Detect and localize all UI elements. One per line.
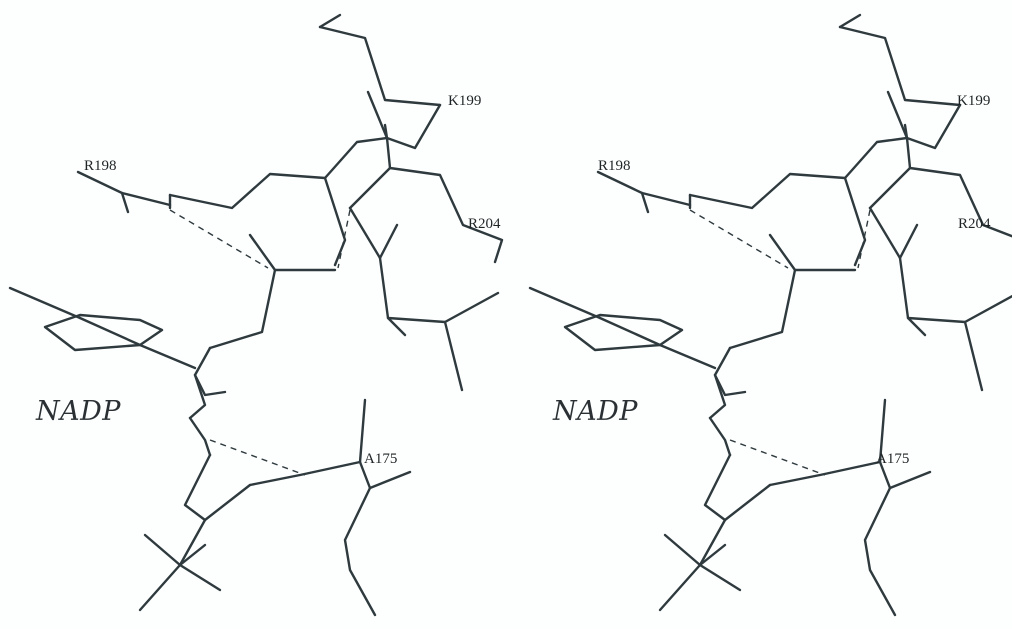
label-r198-left: R198 [84, 158, 117, 174]
left-stereo-panel: K199 R198 R204 A175 NADP [8, 13, 504, 617]
right-bonds [528, 13, 1012, 617]
label-a175-right: A175 [876, 451, 909, 467]
right-stereo-panel: K199 R198 R204 A175 NADP [528, 13, 1012, 617]
label-k199-left: K199 [448, 93, 481, 109]
label-nadp-right: NADP [552, 396, 638, 427]
label-nadp-left: NADP [35, 396, 121, 427]
label-r204-right: R204 [958, 216, 991, 232]
label-a175-left: A175 [364, 451, 397, 467]
label-r198-right: R198 [598, 158, 631, 174]
label-k199-right: K199 [957, 93, 990, 109]
left-bonds [8, 13, 504, 617]
label-r204-left: R204 [468, 216, 501, 232]
